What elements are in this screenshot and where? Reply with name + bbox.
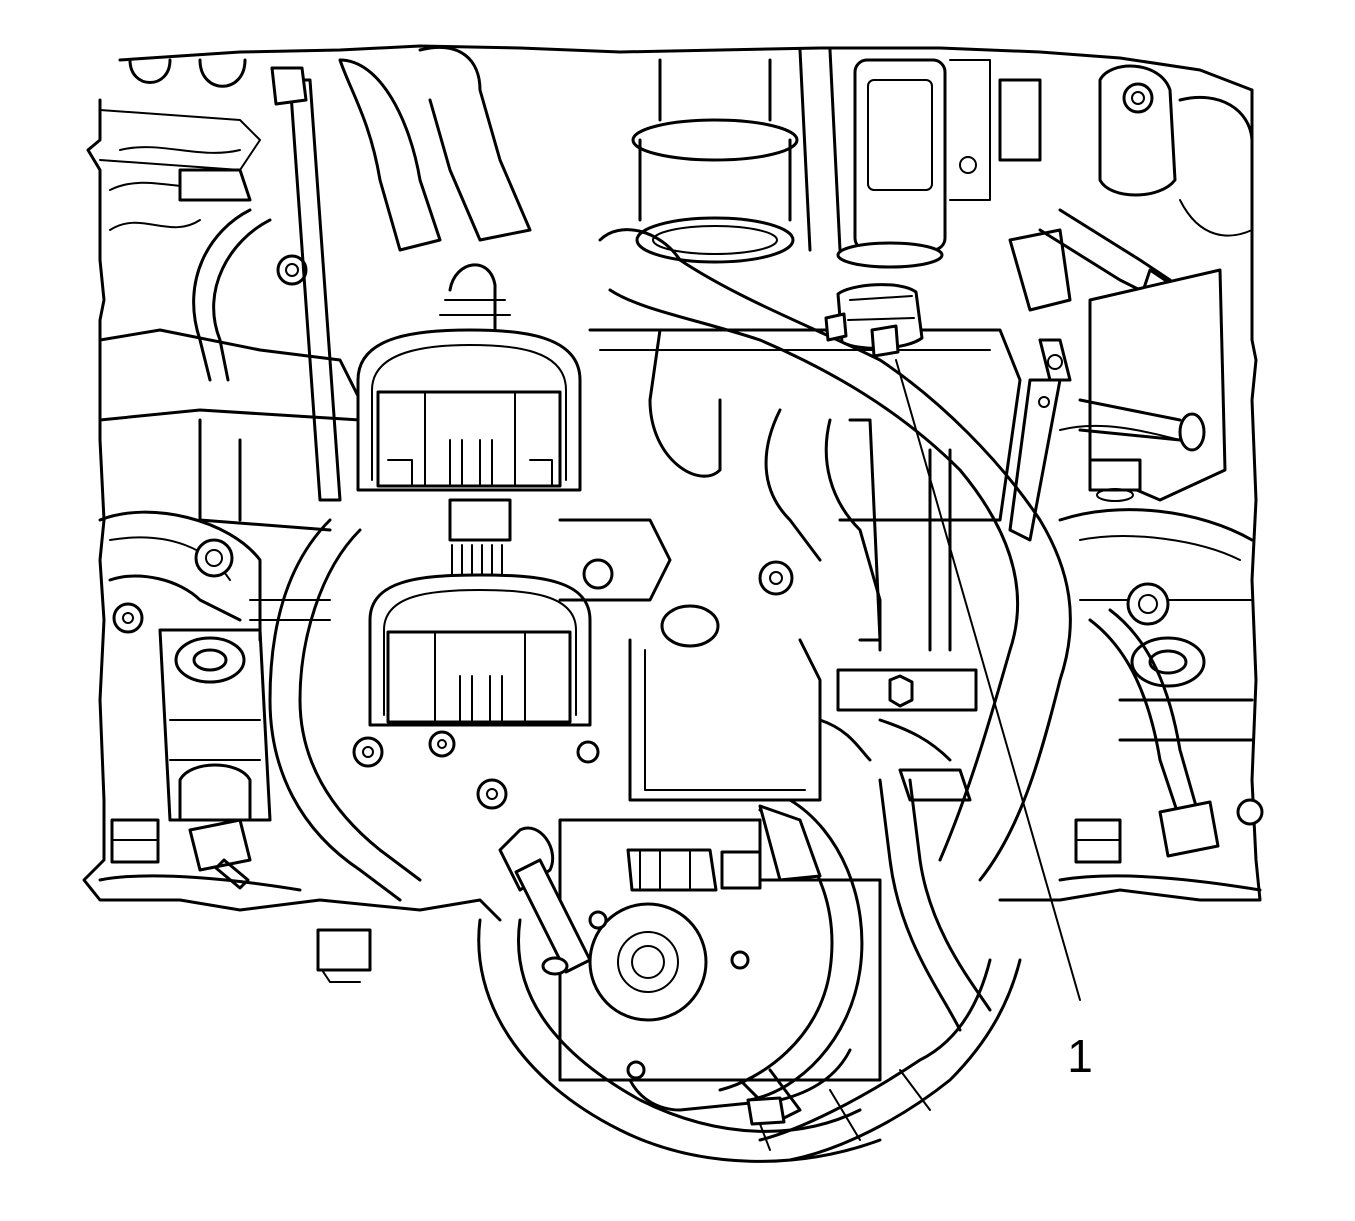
intake-manifold [98, 328, 1254, 642]
callout-1-leader [895, 359, 1081, 1001]
upper-components [99, 45, 1254, 542]
coil-connector-upper [356, 263, 582, 492]
left-injector-area [98, 538, 508, 983]
fuel-pump-area [477, 768, 1022, 1163]
main-wire-harness [598, 228, 1072, 882]
center-bracket [558, 518, 822, 802]
left-harness-loop [249, 518, 422, 902]
engine-outline [82, 44, 1262, 922]
callout-1-label: 1 [1067, 1030, 1093, 1082]
sensor-connector [824, 283, 924, 358]
right-injector-area [1058, 582, 1264, 892]
coil-connector-lower [368, 498, 592, 727]
